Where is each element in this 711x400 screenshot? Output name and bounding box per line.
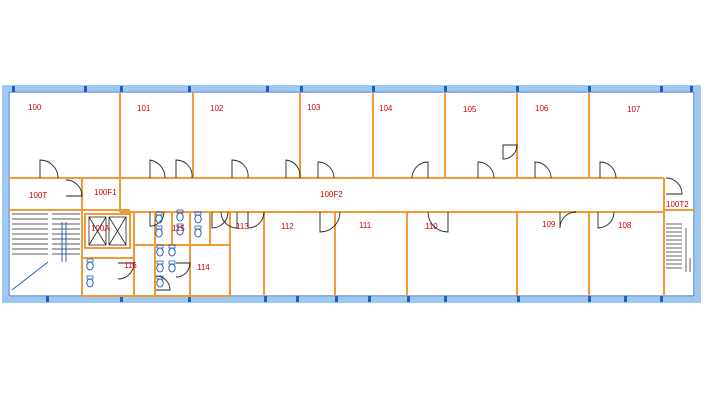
room-label-102: 102 <box>210 104 224 113</box>
window-marks-top <box>12 86 693 92</box>
window-mark <box>300 86 303 92</box>
room-label-105: 105 <box>463 105 477 114</box>
window-mark <box>188 296 191 302</box>
toilet-tank <box>156 275 164 280</box>
toilet-fixture <box>156 278 164 288</box>
window-mark <box>266 86 269 92</box>
window-marks-bottom <box>46 296 663 302</box>
outer-wall <box>2 85 701 303</box>
window-mark <box>372 86 375 92</box>
toilet-tank <box>155 225 163 230</box>
room-label-106: 106 <box>535 104 549 113</box>
partitions <box>9 92 694 297</box>
toilet-fixture <box>155 228 163 238</box>
room-label-107: 107 <box>627 105 641 114</box>
window-mark <box>624 296 627 302</box>
toilet-tank <box>86 275 94 280</box>
window-mark <box>264 296 267 302</box>
room-label-112: 112 <box>281 222 294 231</box>
window-mark <box>84 86 87 92</box>
room-label-100F2: 100F2 <box>320 190 343 199</box>
toilet-tank <box>155 211 163 216</box>
window-mark <box>188 86 191 92</box>
room-label-114: 114 <box>197 263 210 272</box>
window-mark <box>516 86 519 92</box>
window-mark <box>296 296 299 302</box>
stair-right <box>666 223 691 272</box>
stair-left <box>11 213 80 291</box>
window-mark <box>517 296 520 302</box>
window-mark <box>588 296 591 302</box>
toilet-fixture <box>168 263 176 273</box>
room-label-100T: 100T <box>29 191 47 200</box>
toilet-fixture <box>86 261 94 271</box>
window-mark <box>12 86 15 92</box>
toilet-fixture <box>194 214 202 224</box>
toilet-fixture <box>155 214 163 224</box>
toilet-tank <box>156 260 164 265</box>
room-label-100: 100 <box>28 103 42 112</box>
window-mark <box>120 86 123 92</box>
toilet-tank <box>176 223 184 228</box>
toilet-fixture <box>156 263 164 273</box>
toilet-tank <box>194 225 202 230</box>
window-mark <box>660 296 663 302</box>
room-labels: 100 101 102 103 104 105 106 107 100T 100… <box>28 103 689 272</box>
room-label-116: 116 <box>124 261 137 270</box>
toilet-fixture <box>176 212 184 222</box>
room-label-104: 104 <box>379 104 393 113</box>
stair-direction <box>11 222 67 291</box>
window-mark <box>46 296 49 302</box>
toilet-fixture <box>156 247 164 257</box>
toilet-fixture <box>168 247 176 257</box>
window-mark <box>444 86 447 92</box>
window-mark <box>588 86 591 92</box>
outer-wall-inner-line <box>8 91 695 297</box>
room-label-113: 113 <box>236 222 249 231</box>
room-label-109: 109 <box>542 220 556 229</box>
room-label-110: 110 <box>425 222 438 231</box>
toilet-fixture <box>86 278 94 288</box>
window-mark <box>690 86 693 92</box>
room-label-101: 101 <box>137 104 151 113</box>
room-label-103: 103 <box>307 103 321 112</box>
room-label-100T2: 100T2 <box>666 200 689 209</box>
elevator-shaft <box>88 216 127 246</box>
window-mark <box>335 296 338 302</box>
room-label-108: 108 <box>618 221 632 230</box>
wc-fixtures <box>86 209 202 288</box>
toilet-tank <box>168 244 176 249</box>
room-label-100A: 100A <box>91 224 110 233</box>
toilet-tank <box>168 260 176 265</box>
room-label-100F1: 100F1 <box>94 188 117 197</box>
room-label-111: 111 <box>359 221 372 230</box>
toilet-tank <box>156 244 164 249</box>
window-mark <box>407 296 410 302</box>
toilet-tank <box>176 209 184 214</box>
toilet-tank <box>86 258 94 263</box>
toilet-tank <box>194 211 202 216</box>
toilet-fixture <box>194 228 202 238</box>
window-mark <box>368 296 371 302</box>
stair-rail <box>685 228 691 272</box>
window-mark <box>444 296 447 302</box>
room-label-115: 115 <box>172 224 185 233</box>
window-mark <box>660 86 663 92</box>
window-mark <box>120 296 123 302</box>
